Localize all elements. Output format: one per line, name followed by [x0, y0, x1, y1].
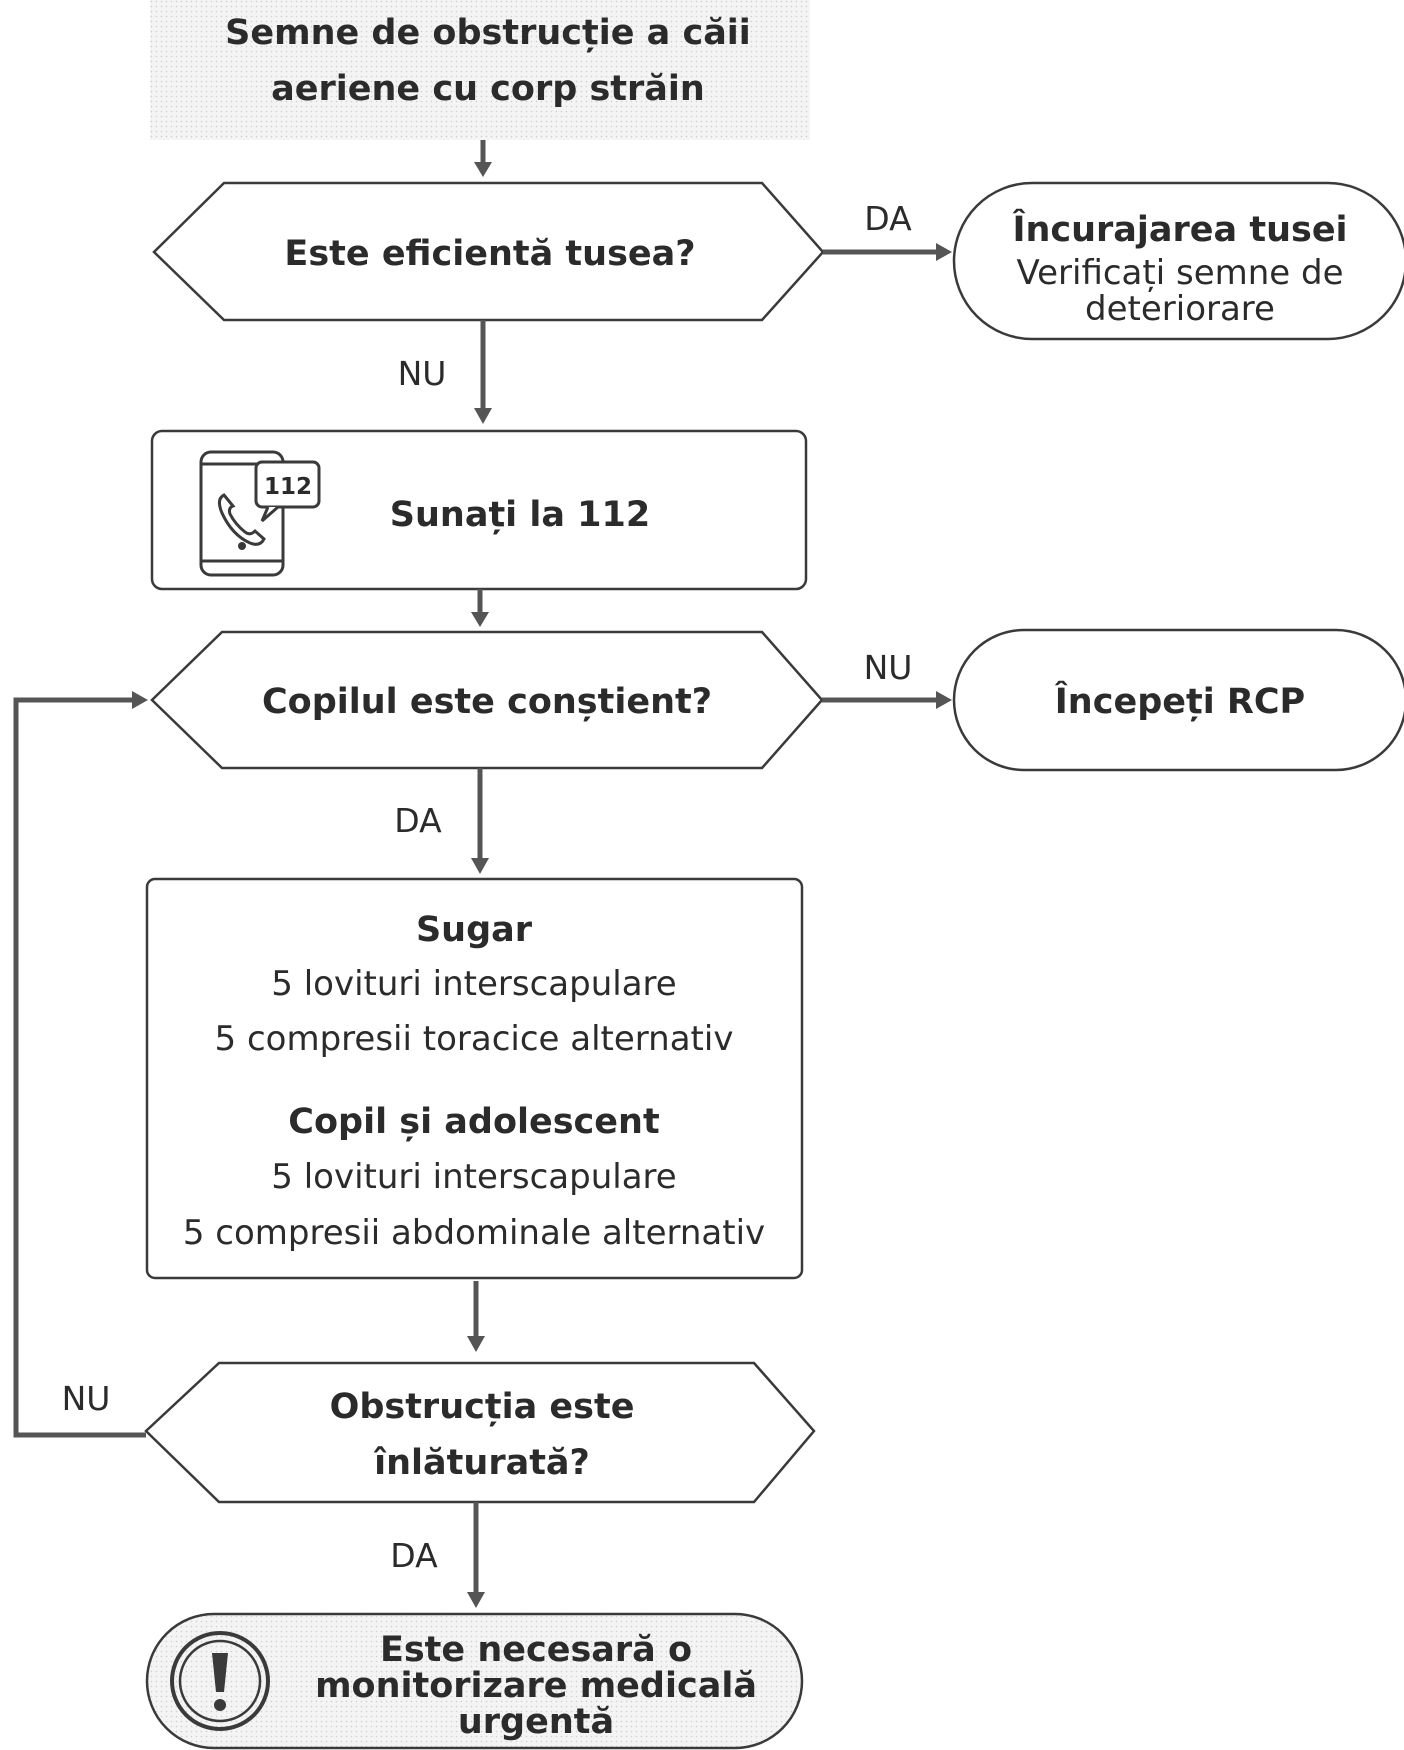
branch-label-yes: DA	[864, 199, 912, 238]
decision-label: Este eficientă tusea?	[284, 234, 695, 274]
branch-label-yes: DA	[390, 1536, 438, 1575]
rounded-box	[952, 628, 1404, 772]
arrow-q2-no: NU	[822, 648, 952, 709]
call-112-box: 112 Sunați la 112	[150, 429, 808, 591]
arrow-start-to-q1	[474, 140, 492, 177]
decision-hexagon	[150, 630, 824, 770]
arrow-q3-no-loop: NU	[13, 691, 148, 1438]
decision-label-line-1: Obstrucția este	[330, 1387, 635, 1427]
phone-call-icon	[199, 450, 321, 577]
decision-hexagon	[144, 1361, 816, 1504]
start-node: Semne de obstrucție a căii aeriene cu co…	[150, 0, 810, 140]
branch-label-no: NU	[398, 354, 447, 393]
end-line-3: urgentă	[458, 1702, 614, 1742]
infant-step-1: 5 lovituri interscapulare	[271, 964, 676, 1004]
infant-title: Sugar	[416, 910, 533, 950]
decision-label: Copilul este conștient?	[262, 682, 712, 722]
process-box	[145, 877, 804, 1280]
process-label: Sunați la 112	[390, 495, 650, 535]
branch-label-no: NU	[62, 1379, 111, 1418]
phone-badge-number: 112	[264, 474, 312, 500]
arrow-q1-yes: DA	[823, 199, 952, 261]
arrow-actions-to-q3	[467, 1281, 485, 1352]
arrow-q1-no: NU	[398, 320, 492, 424]
encourage-cough-box: Încurajarea tusei Verificați semne de de…	[952, 181, 1404, 341]
child-step-1: 5 lovituri interscapulare	[271, 1157, 676, 1197]
branch-label-no: NU	[864, 648, 913, 687]
decision-obstruction-removed: Obstrucția este înlăturată?	[144, 1361, 816, 1504]
decision-label-line-2: înlăturată?	[373, 1443, 590, 1483]
child-step-2: 5 compresii abdominale alternativ	[183, 1213, 765, 1253]
first-aid-actions-box: Sugar 5 lovituri interscapulare 5 compre…	[145, 877, 804, 1280]
start-node-background	[150, 0, 810, 140]
exclamation-icon	[170, 1631, 270, 1731]
rounded-box	[952, 181, 1404, 341]
start-cpr-box: Începeți RCP	[952, 628, 1404, 772]
decision-cough-effective: Este eficientă tusea?	[152, 181, 825, 322]
end-line-2: monitorizare medicală	[315, 1666, 757, 1706]
child-title: Copil și adolescent	[288, 1102, 659, 1142]
decision-child-conscious: Copilul este conștient?	[150, 630, 824, 770]
box-line-3: deteriorare	[1085, 289, 1275, 329]
arrow-q2-yes: DA	[394, 768, 489, 874]
decision-hexagon	[152, 181, 825, 322]
start-line-2: aeriene cu corp străin	[271, 69, 705, 109]
arrow-call-to-q2	[471, 589, 489, 627]
end-node: Este necesară o monitorizare medicală ur…	[145, 1612, 804, 1750]
infant-step-2: 5 compresii toracice alternativ	[215, 1019, 734, 1059]
end-node-shape	[145, 1612, 804, 1750]
box-line-2: Verificați semne de	[1016, 253, 1343, 293]
arrow-q3-yes: DA	[390, 1502, 485, 1608]
start-line-1: Semne de obstrucție a căii	[225, 13, 751, 53]
box-label: Începeți RCP	[1055, 680, 1305, 722]
branch-label-yes: DA	[394, 801, 442, 840]
end-line-1: Este necesară o	[380, 1630, 692, 1670]
box-title: Încurajarea tusei	[1012, 208, 1347, 250]
